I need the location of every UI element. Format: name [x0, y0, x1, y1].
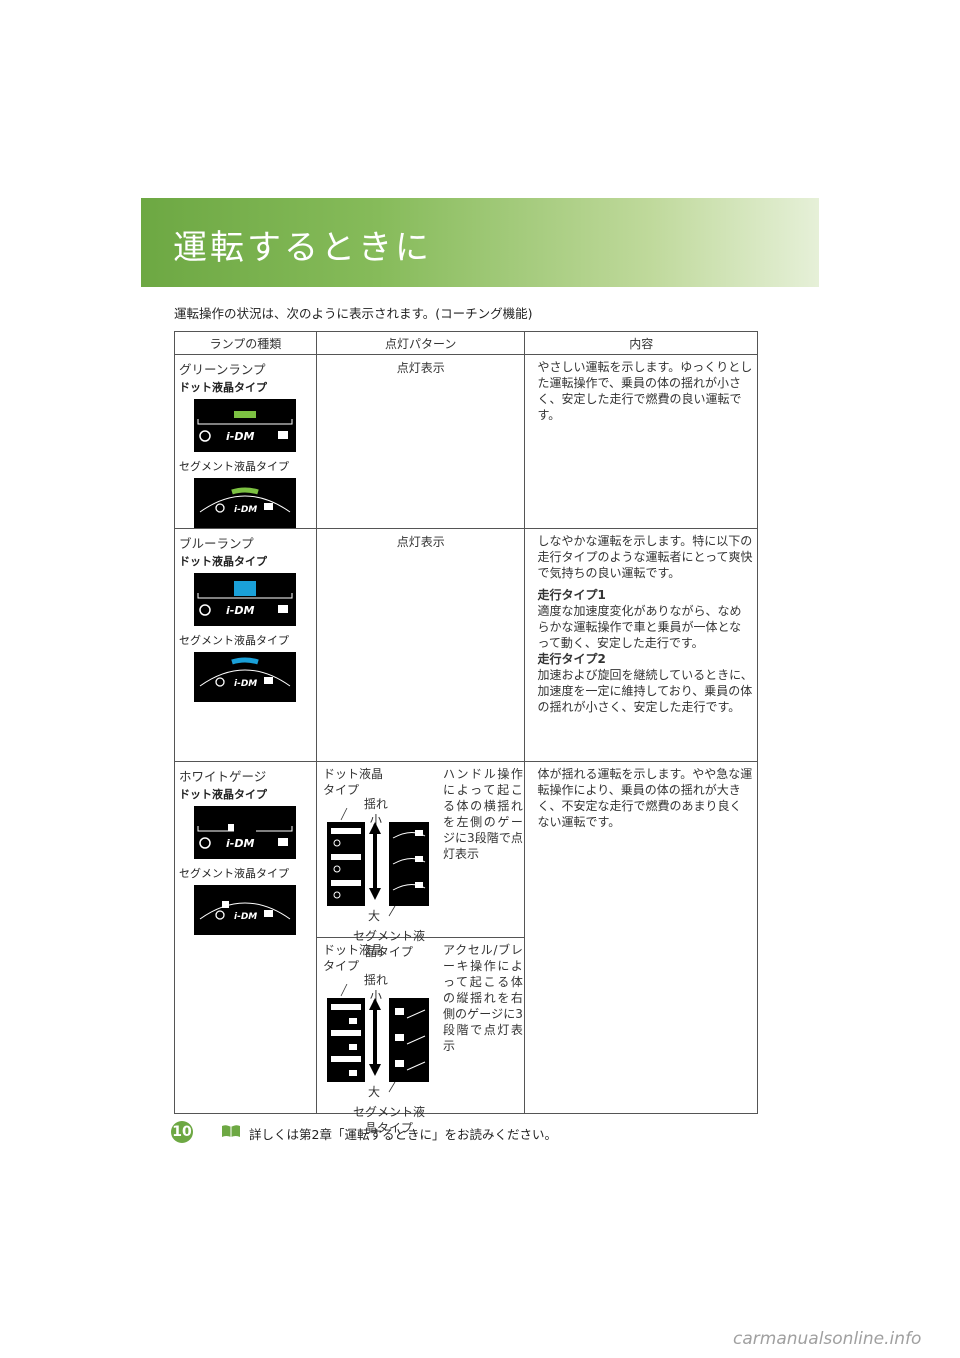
gauge2-diagram	[326, 984, 429, 1093]
segment-lcd-white-display: i-DM	[194, 885, 296, 935]
segment-lcd-green-display: i-DM	[194, 478, 296, 528]
page-title: 運転するときに	[173, 228, 432, 268]
desc-cell-blue: しなやかな運転を示します。特に以下の走行タイプのような運転者にとって爽快で気持ち…	[524, 528, 758, 762]
dot-lcd-label: ドット液晶タイプ	[179, 555, 267, 568]
segment-lcd-label: セグメント液晶タイプ	[179, 867, 289, 880]
header-content: 内容	[524, 331, 758, 355]
intro-text: 運転操作の状況は、次のように表示されます。(コーチング機能)	[174, 306, 533, 321]
segment-lcd-label: セグメント液晶タイプ	[179, 460, 289, 473]
type1-desc: 適度な加速度変化がありながら、なめらかな運転操作で車と乗員が一体となって動く、安…	[537, 604, 742, 650]
gauge2-small-label: 揺れ小	[363, 973, 388, 1003]
pattern-cell-green: 点灯表示	[315, 354, 526, 529]
gauge2-explain: アクセル/ブレーキ操作によって起こる体の縦揺れを右側のゲージに3段階で点灯表示	[442, 943, 523, 1053]
pattern-cell-blue: 点灯表示	[315, 528, 526, 762]
dot-lcd-label: ドット液晶タイプ	[179, 788, 267, 801]
gauge1-explain: ハンドル操作によって起こる体の横揺れを左側のゲージに3段階で点灯表示	[442, 767, 523, 861]
lamp-cell-blue: ブルーランプ ドット液晶タイプ i-DM セグメント液晶タイプ i-DM	[174, 528, 317, 762]
lamp-name: ブルーランプ	[179, 536, 254, 551]
header-pattern: 点灯パターン	[315, 331, 526, 355]
dot-lcd-label: ドット液晶タイプ	[179, 381, 267, 394]
lamp-cell-white: ホワイトゲージ ドット液晶タイプ i-DM セグメント液晶タイプ i-DM	[174, 761, 317, 1114]
gauge1-diagram	[326, 808, 429, 917]
svg-text:i-DM: i-DM	[226, 837, 254, 850]
svg-text:i-DM: i-DM	[226, 604, 254, 617]
lamp-cell-green: グリーンランプ ドット液晶タイプ i-DM セグメント液晶タイプ i-DM	[174, 354, 317, 529]
blue-desc-text: しなやかな運転を示します。特に以下の走行タイプのような運転者にとって爽快で気持ち…	[537, 534, 753, 580]
gauge2-dot-label: ドット液晶タイプ	[322, 943, 383, 973]
dot-lcd-white-display: i-DM	[194, 806, 296, 859]
footer-reference: 詳しくは第2章「運転するときに」をお読みください。	[249, 1127, 557, 1142]
table-row-green: グリーンランプ ドット液晶タイプ i-DM セグメント液晶タイプ i-DM 点灯…	[174, 354, 758, 529]
segment-lcd-label: セグメント液晶タイプ	[179, 634, 289, 647]
desc-cell-white: 体が揺れる運転を示します。やや急な運転操作により、乗員の体の揺れが大きく、不安定…	[524, 761, 758, 1114]
dot-lcd-blue-display: i-DM	[194, 573, 296, 626]
svg-text:i-DM: i-DM	[234, 679, 257, 689]
svg-text:i-DM: i-DM	[234, 912, 257, 922]
type1-title: 走行タイプ1	[537, 588, 606, 602]
svg-text:i-DM: i-DM	[234, 505, 257, 515]
lamp-table: ランプの種類 点灯パターン 内容 グリーンランプ ドット液晶タイプ i-DM セ…	[174, 331, 758, 1135]
title-banner: 運転するときに	[141, 198, 819, 287]
table-row-white-2: ドット液晶タイプ 揺れ小	[175, 937, 758, 1135]
gauge1-cell: ドット液晶タイプ 揺れ小	[315, 761, 526, 959]
gauge2-large-label: 大	[367, 1085, 380, 1099]
type2-title: 走行タイプ2	[537, 652, 606, 666]
table-row-white: ホワイトゲージ ドット液晶タイプ i-DM セグメント液晶タイプ i-DM	[174, 761, 758, 1114]
watermark: carmanualsonline.info	[733, 1329, 922, 1349]
desc-cell-green: やさしい運転を示します。ゆっくりとした運転操作で、乗員の体の揺れが小さく、安定し…	[524, 354, 758, 529]
svg-text:i-DM: i-DM	[226, 430, 254, 443]
header-lamp-type: ランプの種類	[174, 331, 317, 355]
table-header-row: ランプの種類 点灯パターン 内容	[174, 331, 758, 355]
dot-lcd-green-display: i-DM	[194, 399, 296, 452]
gauge1-dot-label: ドット液晶タイプ	[322, 767, 383, 797]
lamp-name: グリーンランプ	[179, 362, 266, 377]
type2-desc: 加速および旋回を継続しているときに、加速度を一定に維持しており、乗員の体の揺れが…	[537, 668, 753, 714]
page-number-badge: 10	[171, 1121, 193, 1143]
gauge2-cell: ドット液晶タイプ 揺れ小	[315, 937, 526, 1135]
book-icon	[222, 1125, 240, 1137]
gauge1-small-label: 揺れ小	[363, 797, 388, 827]
gauge2-seg-label: セグメント液晶タイプ	[352, 1105, 425, 1135]
gauge1-large-label: 大	[367, 909, 380, 923]
lamp-name: ホワイトゲージ	[179, 769, 267, 784]
table-row-blue: ブルーランプ ドット液晶タイプ i-DM セグメント液晶タイプ i-DM 点灯表…	[174, 528, 758, 762]
segment-lcd-blue-display: i-DM	[194, 652, 296, 702]
